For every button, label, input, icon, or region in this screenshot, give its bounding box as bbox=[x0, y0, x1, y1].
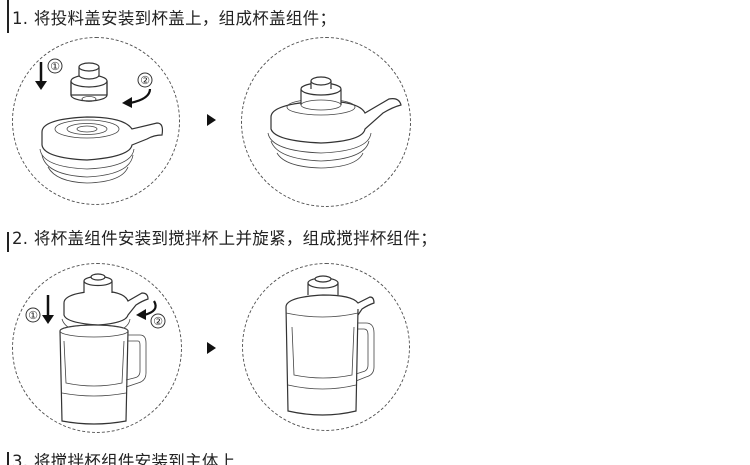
step-number-1: ① bbox=[50, 60, 60, 73]
step-number-2: ② bbox=[140, 74, 150, 87]
left-border-line bbox=[7, 0, 9, 33]
step-1-before-circle bbox=[12, 37, 180, 205]
step-3-title: 3. 将搅拌杯组件安装到主体上 bbox=[12, 452, 236, 465]
step-1-after-circle bbox=[241, 37, 411, 207]
step-number-1: ① bbox=[28, 309, 38, 322]
step-2-after-circle bbox=[242, 263, 410, 431]
play-arrow-icon bbox=[207, 114, 216, 126]
step-2-title: 2. 将杯盖组件安装到搅拌杯上并旋紧，组成搅拌杯组件； bbox=[12, 229, 438, 248]
lid-and-jug-illustration: ① ② bbox=[25, 273, 166, 425]
lid-assembly-illustration bbox=[267, 76, 402, 169]
step-1-title: 1. 将投料盖安装到杯盖上，组成杯盖组件； bbox=[12, 9, 337, 28]
assembled-jug-illustration bbox=[285, 275, 375, 416]
play-arrow-icon bbox=[207, 342, 216, 354]
left-border-line bbox=[7, 452, 9, 465]
step-number-2: ② bbox=[153, 315, 163, 328]
lid-and-feeder-cap-illustration: ① ② bbox=[35, 58, 164, 184]
step-2-before-circle bbox=[12, 263, 182, 433]
left-border-line bbox=[7, 232, 9, 252]
